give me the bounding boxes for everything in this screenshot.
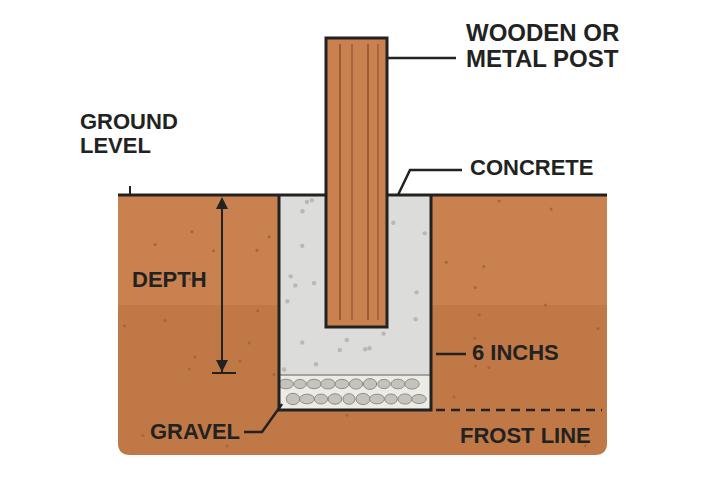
- gravel-layer: [279, 375, 431, 410]
- gravel-stone: [363, 379, 376, 390]
- soil-speck: [596, 327, 599, 330]
- gravel-stone: [405, 379, 419, 389]
- gravel-stone: [391, 379, 405, 389]
- dimension-label: DEPTH: [132, 268, 207, 292]
- part-label: WOODEN OR METAL POST: [466, 20, 666, 73]
- concrete-aggregate: [300, 340, 304, 344]
- soil-speck: [487, 366, 490, 369]
- part-label: FROST LINE: [460, 424, 591, 448]
- gravel-stone: [335, 379, 349, 388]
- concrete-aggregate: [414, 290, 418, 294]
- soil-speck: [550, 208, 553, 211]
- concrete-aggregate: [300, 244, 304, 248]
- leader-lines: [244, 58, 466, 432]
- soil-speck: [272, 373, 275, 376]
- concrete-aggregate: [285, 299, 289, 303]
- concrete-aggregate: [367, 346, 371, 350]
- gravel-stone: [321, 379, 336, 389]
- soil-speck: [190, 230, 193, 233]
- dimension-label: 6 INCHS: [472, 341, 559, 365]
- concrete-aggregate: [300, 209, 304, 213]
- post: [326, 38, 387, 327]
- concrete-aggregate: [310, 198, 314, 202]
- gravel-stone: [356, 393, 370, 404]
- soil-speck: [212, 249, 215, 252]
- gravel-stone: [307, 379, 321, 389]
- soil-speck: [482, 265, 485, 268]
- soil-speck: [154, 243, 157, 246]
- gravel-stone: [300, 394, 315, 404]
- frost-line: [436, 409, 602, 412]
- gravel-stone: [398, 394, 412, 404]
- concrete-aggregate: [391, 221, 395, 225]
- soil-speck: [164, 319, 167, 322]
- concrete-aggregate: [345, 338, 349, 342]
- soil-speck: [255, 249, 258, 252]
- gravel-stone: [378, 379, 390, 388]
- soil-speck: [345, 414, 348, 417]
- soil-speck: [445, 261, 448, 264]
- soil-speck: [256, 309, 259, 312]
- soil-speck: [474, 286, 477, 289]
- gravel-stone: [279, 379, 294, 389]
- soil-speck: [473, 337, 476, 340]
- concrete-aggregate: [363, 347, 367, 351]
- depth-dimension: [212, 197, 236, 373]
- gravel-stone: [370, 394, 385, 404]
- part-label: CONCRETE: [470, 156, 593, 180]
- part-label: GRAVEL: [150, 420, 240, 444]
- gravel-stone: [349, 379, 362, 389]
- soil-speck: [123, 324, 126, 327]
- soil-speck: [226, 445, 229, 448]
- soil-speck: [248, 341, 251, 344]
- gravel-stone: [314, 394, 327, 404]
- soil-speck: [239, 360, 242, 363]
- gravel-stone: [286, 393, 300, 404]
- concrete-aggregate: [305, 200, 309, 204]
- gravel-stone: [385, 394, 398, 404]
- ground-label: GROUND LEVEL: [80, 110, 205, 158]
- concrete-aggregate: [381, 331, 385, 335]
- soil-speck: [498, 200, 501, 203]
- soil-speck: [474, 365, 477, 368]
- soil-speck: [141, 434, 144, 437]
- soil-speck: [188, 368, 191, 371]
- gravel-stone: [412, 394, 427, 403]
- concrete-aggregate: [289, 274, 293, 278]
- concrete-aggregate: [293, 283, 297, 287]
- concrete-aggregate: [312, 281, 316, 285]
- soil-speck: [478, 313, 481, 316]
- concrete-aggregate: [282, 367, 286, 371]
- soil-speck: [268, 235, 271, 238]
- soil-speck: [453, 395, 456, 398]
- gravel-stone: [294, 379, 306, 388]
- soil-speck: [544, 303, 547, 306]
- gravel-stone: [328, 394, 342, 405]
- concrete-aggregate: [413, 317, 417, 321]
- soil-speck: [193, 356, 196, 359]
- concrete-aggregate: [314, 362, 318, 366]
- concrete-aggregate: [422, 231, 426, 235]
- gravel-stone: [343, 394, 355, 405]
- concrete-aggregate: [338, 348, 342, 352]
